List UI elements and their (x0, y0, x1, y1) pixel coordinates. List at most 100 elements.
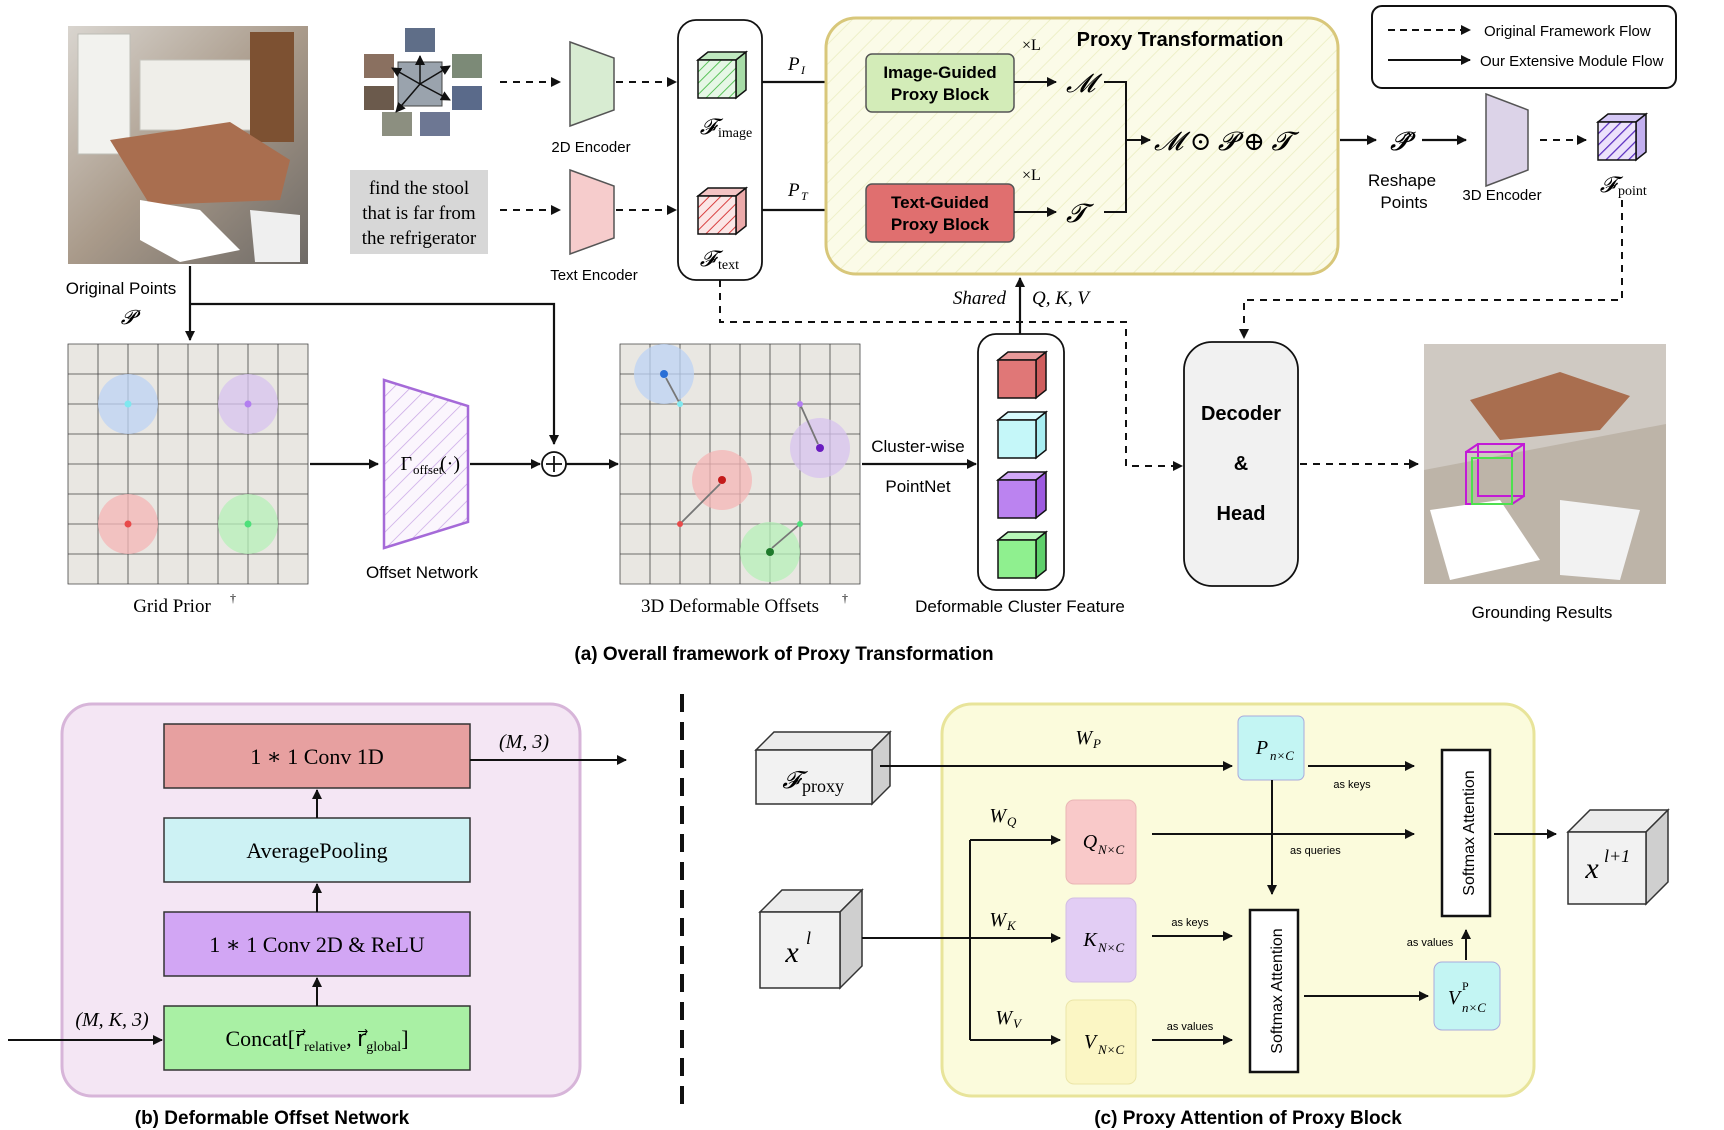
head-label: Head (1217, 503, 1266, 525)
ftext-subscript: text (718, 258, 739, 273)
xl1-cube-icon (1566, 808, 1670, 906)
xl1-symbol: x (1584, 852, 1599, 885)
softmax-upper-box (1440, 748, 1492, 918)
conv2d-block (163, 911, 471, 977)
vp-as-values-label: as values (1407, 937, 1454, 949)
fimage-subscript: image (718, 126, 752, 141)
q-matrix-subscript: N×C (1097, 842, 1124, 857)
deformable-offsets-image (619, 343, 861, 585)
softmax-upper-label: Softmax Attention (1461, 770, 1478, 895)
wp-subscript: P (1092, 736, 1101, 751)
q-matrix-label: Q (1083, 831, 1098, 853)
original-points-label: Original Points (66, 279, 177, 298)
decoder-ampersand: & (1234, 453, 1248, 475)
qkv-label: Q, K, V (1032, 288, 1091, 309)
v-as-values-label: as values (1167, 1021, 1214, 1033)
deformable-offsets-dagger: † (842, 591, 848, 605)
avgpool-label: AveragePooling (246, 838, 387, 863)
text-encoder-shape (569, 168, 615, 256)
times-l-text: ×L (1022, 167, 1041, 184)
cluster-cube-green-icon (995, 530, 1049, 580)
wk-subscript: K (1006, 918, 1017, 933)
softmax-lower-box (1248, 908, 1300, 1074)
offset-network-subscript: offset (413, 462, 443, 477)
caption-part-b: (b) Deformable Offset Network (135, 1108, 410, 1129)
offset-network-label: Offset Network (366, 563, 479, 582)
q-as-queries-label: as queries (1290, 845, 1341, 857)
v-matrix-subscript: N×C (1097, 1042, 1124, 1057)
fpoint-subscript: point (1618, 184, 1647, 199)
wq-label: W (989, 805, 1008, 827)
cluster-cube-cyan-icon (995, 410, 1049, 460)
text-encoder-label: Text Encoder (550, 267, 638, 284)
caption-part-a: (a) Overall framework of Proxy Transform… (574, 644, 993, 665)
text-block-line-1: Text-Guided (891, 193, 989, 212)
q-matrix-box (1065, 799, 1137, 885)
shared-label: Shared (953, 288, 1007, 309)
concat-label: Concat[r⃗relative, r⃗global] (225, 1026, 408, 1055)
fproxy-cube-icon (754, 730, 892, 806)
legend-extensive-flow: Our Extensive Module Flow (1480, 53, 1664, 70)
legend-original-flow: Original Framework Flow (1484, 23, 1651, 40)
cluster-cube-purple-icon (995, 470, 1049, 520)
original-points-symbol: 𝓟 (121, 307, 141, 329)
encoder-2d-shape (569, 40, 615, 128)
legend-box (1371, 5, 1677, 89)
image-block-line-2: Proxy Block (891, 85, 990, 104)
reshape-label-1: Reshape (1368, 171, 1436, 190)
text-query-line-3: the refrigerator (362, 228, 477, 249)
original-scene-image (68, 26, 308, 264)
vp-matrix-label: V (1448, 987, 1463, 1009)
text-query-line-1: find the stool (369, 178, 469, 199)
k-as-keys-label: as keys (1171, 917, 1209, 929)
conv1d-label: 1 ∗ 1 Conv 1D (250, 744, 384, 769)
cluster-cube-red-icon (995, 350, 1049, 400)
offset-network-arg: (·) (440, 453, 460, 475)
softmax-lower-label: Softmax Attention (1269, 928, 1286, 1053)
conv1d-block (163, 723, 471, 789)
input-shape-label: (M, K, 3) (75, 1009, 149, 1031)
xl1-superscript: l+1 (1604, 846, 1630, 866)
wp-label: W (1075, 727, 1094, 749)
fpoint-cube-icon (1595, 112, 1649, 162)
avgpool-block (163, 817, 471, 883)
multi-view-images (364, 28, 482, 136)
xl-symbol: x (784, 936, 799, 969)
ftext-cube-icon (695, 186, 749, 236)
offset-network-shape (382, 378, 470, 550)
xl-superscript: l (806, 928, 811, 948)
cluster-wise-label: Cluster-wise (871, 437, 965, 456)
vp-matrix-box (1433, 961, 1501, 1031)
encoder-3d-shape (1485, 92, 1529, 188)
cluster-feature-label: Deformable Cluster Feature (915, 597, 1125, 616)
text-query-box: find the stool that is far from the refr… (350, 170, 488, 254)
v-matrix-label: V (1084, 1031, 1099, 1053)
k-matrix-subscript: N×C (1097, 940, 1124, 955)
offset-network-panel (60, 702, 582, 1098)
add-circle-icon (541, 451, 567, 477)
p-i-label: P (787, 54, 800, 75)
v-matrix-box (1065, 999, 1137, 1085)
wq-subscript: Q (1007, 814, 1017, 829)
p-as-keys-label: as keys (1333, 779, 1371, 791)
image-block-line-1: Image-Guided (883, 63, 996, 82)
fproxy-subscript: proxy (802, 776, 844, 796)
output-shape-label: (M, 3) (499, 731, 549, 753)
offset-network-gamma: Γ (400, 453, 412, 475)
text-block-line-2: Proxy Block (891, 215, 990, 234)
k-matrix-box (1065, 897, 1137, 983)
grid-prior-label: Grid Prior (133, 596, 211, 617)
p-i-subscript: I (800, 63, 806, 77)
text-query-line-2: that is far from (362, 203, 476, 224)
k-matrix-label: K (1082, 929, 1098, 951)
p-matrix-label: P (1255, 737, 1268, 759)
reshape-label-2: Points (1380, 193, 1427, 212)
wv-subscript: V (1013, 1016, 1023, 1031)
wk-label: W (989, 909, 1008, 931)
flow-features-to-decoder (719, 280, 1183, 471)
pointnet-label: PointNet (885, 477, 950, 496)
deformable-offsets-label: 3D Deformable Offsets (641, 596, 819, 617)
fimage-cube-icon (695, 50, 749, 100)
decoder-head-box (1183, 341, 1299, 587)
